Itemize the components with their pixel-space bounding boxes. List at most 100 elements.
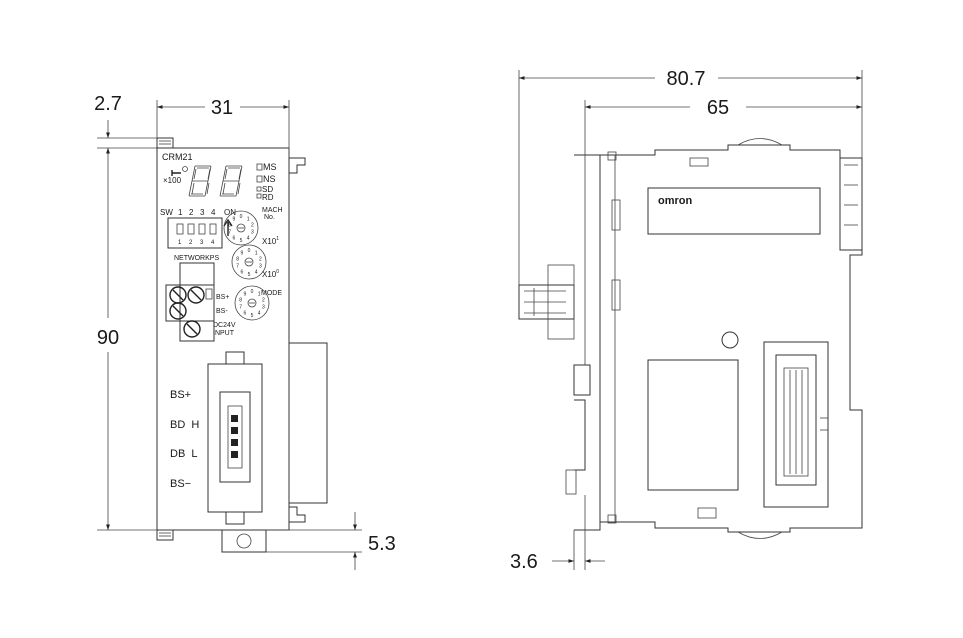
side-nameplate: [647, 187, 821, 235]
ns-label: NS: [263, 174, 276, 184]
dial-digit: 0: [248, 248, 251, 254]
mach-label: MACH: [262, 207, 283, 214]
dial-digit: 4: [247, 236, 250, 242]
networkps-label: NETWORKPS: [174, 255, 219, 262]
sw-num-4: 4: [211, 208, 216, 217]
sw-bottom-3: 3: [200, 240, 204, 246]
brand-label: omron: [658, 195, 693, 207]
dial-digit: 5: [248, 272, 251, 278]
side-view: omron: [518, 138, 863, 539]
dial-digit: 9: [241, 250, 244, 256]
front-bottom-clip: [289, 506, 306, 523]
side-top-knob: [737, 138, 783, 146]
dial-digit: 8: [239, 297, 242, 303]
side-top-right-connector: [839, 157, 863, 251]
dial-digit: 0: [251, 289, 254, 295]
side-lower-label: [647, 359, 739, 491]
rd-led: [256, 193, 262, 199]
side-hole: [721, 331, 739, 349]
dim-front-left-offset: 2.7: [94, 93, 122, 115]
sw-bottom-1: 1: [178, 240, 182, 246]
side-din-hook-lower: [574, 399, 586, 471]
on-arrow-icon: [223, 218, 233, 236]
ms-label: MS: [263, 162, 277, 172]
bs-minus-label: BS−: [170, 478, 191, 490]
dial-digit: 7: [239, 305, 242, 311]
dial-digit: 7: [236, 264, 239, 270]
mode-label: MODE: [261, 290, 282, 297]
sw-num-1: 1: [178, 208, 183, 217]
dial-digit: 1: [258, 291, 261, 297]
front-top-nub: [156, 137, 174, 149]
dial-digit: 5: [251, 313, 254, 319]
front-side-bulge: [288, 342, 328, 504]
dim-side-depth: 65: [707, 97, 729, 119]
dial-digit: 7: [228, 230, 231, 236]
dip-switch-toggles: [176, 223, 217, 235]
front-dimensions: 31 2.7 90 5.3: [94, 93, 396, 570]
bs-minus-small-label: BS-: [216, 308, 228, 315]
input-label: INPUT: [213, 330, 235, 337]
dim-side-left-offset: 3.6: [510, 551, 538, 573]
dim-side-total-depth: 80.7: [667, 68, 706, 90]
dial-knob[interactable]: [236, 223, 246, 233]
x100-label: ×100: [163, 176, 182, 185]
dial-digit: 4: [258, 311, 261, 317]
side-connector-slots: [783, 367, 809, 477]
sw-num-2: 2: [189, 208, 194, 217]
front-bottom-nub: [156, 529, 174, 541]
mach-no-label: No.: [264, 214, 275, 221]
x10-1-label: X101: [262, 236, 279, 246]
dc24v-label: DC24V: [213, 322, 236, 329]
dial-ring: [234, 285, 270, 321]
rd-label: RD: [262, 193, 274, 202]
side-body-outline: [600, 144, 863, 533]
dial-digit: 9: [244, 291, 247, 297]
dial-digit: 2: [259, 256, 262, 262]
rotary-key-icon: [171, 170, 181, 176]
dim-front-bottom-offset: 5.3: [368, 533, 396, 555]
dial-digit: 2: [251, 222, 254, 228]
dim-front-height: 90: [97, 327, 119, 349]
sd-label: SD: [262, 185, 273, 194]
ms-led: [256, 163, 263, 171]
sw-label: SW: [160, 208, 173, 217]
side-mount-face: [574, 154, 601, 531]
dial-digit: 9: [233, 216, 236, 222]
dial-digit: 6: [244, 311, 247, 317]
dial-ring: [223, 210, 259, 246]
on-label: ON: [224, 208, 236, 217]
side-expansion-connector-housing: [763, 341, 829, 508]
dial-digit: 8: [236, 256, 239, 262]
model-label: CRM21: [162, 152, 193, 162]
dial-knob[interactable]: [247, 298, 257, 308]
sw-num-3: 3: [200, 208, 205, 217]
dip-switch-housing: [167, 217, 223, 249]
x10-0-label: X100: [262, 269, 279, 279]
side-bottom-knob: [737, 531, 783, 539]
dial-digit: 0: [240, 214, 243, 220]
seven-segment-display: [188, 165, 243, 197]
dial-digit: 3: [251, 230, 254, 236]
bs-plus-small-label: BS+: [216, 294, 229, 301]
dial-digit: 5: [240, 238, 243, 244]
status-leds: MS NS SD RD: [256, 162, 277, 202]
side-dimensions: 80.7 65 3.6: [510, 68, 863, 573]
side-din-hook-upper: [573, 364, 591, 396]
dial-knob[interactable]: [244, 257, 254, 267]
bd-h-label: BD H: [170, 419, 199, 431]
dial-digit: 2: [262, 297, 265, 303]
front-body-outline: [156, 147, 290, 531]
front-view: CRM21 ×100 MS NS SD RD SW 1 2 3 4 ON: [156, 137, 328, 553]
main-connector-socket: [219, 391, 251, 483]
dial-digit: 1: [255, 250, 258, 256]
sw-bottom-2: 2: [189, 240, 193, 246]
bs-plus-label: BS+: [170, 389, 191, 401]
front-top-clip: [289, 157, 306, 174]
dim-front-width: 31: [211, 97, 233, 119]
dial-digit: 4: [255, 270, 258, 276]
